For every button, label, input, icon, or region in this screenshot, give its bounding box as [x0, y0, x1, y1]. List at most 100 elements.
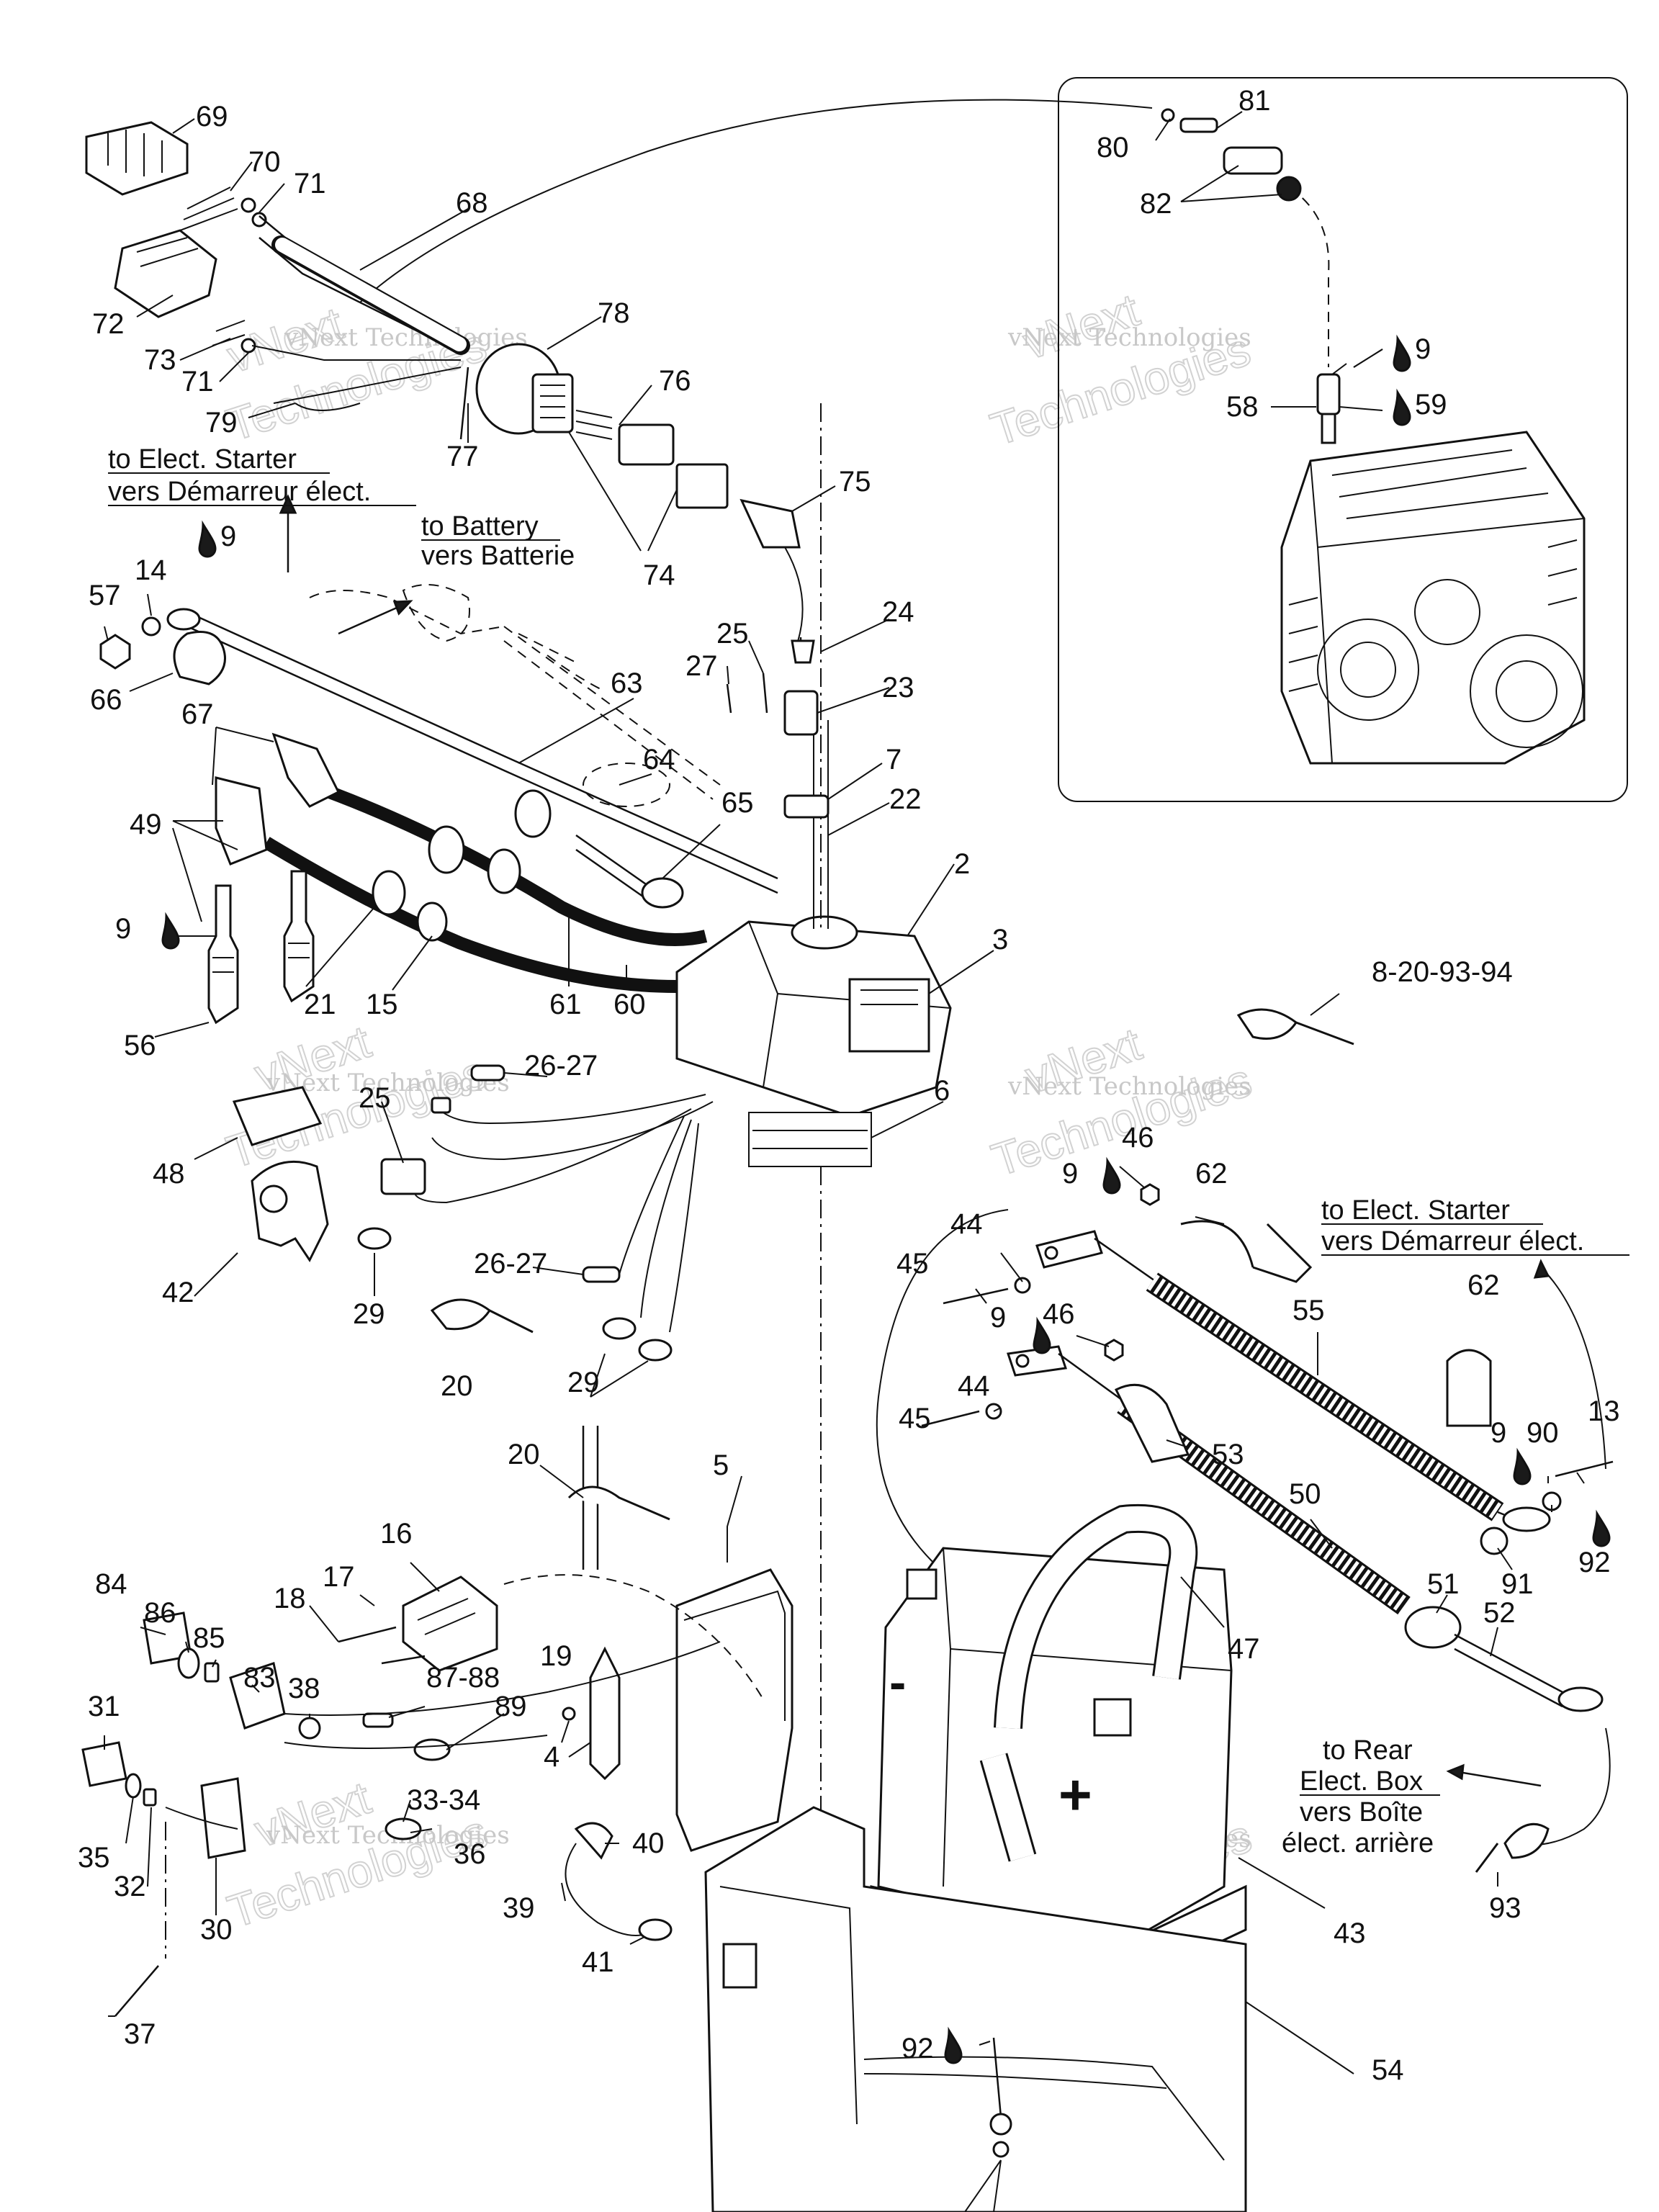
part-label: 4: [544, 1741, 559, 1773]
boot-62a: [1180, 1220, 1313, 1283]
coil-4: [589, 1646, 621, 1781]
part-label: 56: [124, 1030, 156, 1061]
tie-20: [430, 1298, 534, 1334]
part-label: 50: [1289, 1478, 1321, 1510]
part-label: 55: [1292, 1295, 1325, 1326]
bolt-92: [992, 2037, 1002, 2118]
part-label: 36: [454, 1838, 486, 1870]
part-label: 32: [114, 1871, 146, 1902]
part-label: 80: [1097, 132, 1129, 163]
part-label: 84: [95, 1568, 127, 1600]
inset-frame: [1058, 77, 1628, 802]
boot-49: [215, 776, 268, 866]
bolt-45a: [943, 1287, 1009, 1305]
washer-44a: [1014, 1277, 1031, 1294]
clamp-42: [251, 1160, 329, 1262]
part-label: 93: [1489, 1892, 1521, 1924]
sensor-wire: [359, 99, 1153, 303]
oil-droplet-icon: [1393, 334, 1411, 372]
watermark-top-right: vNext Technologies: [984, 283, 1257, 457]
part-label: 25: [359, 1082, 391, 1114]
part-label: 63: [611, 667, 643, 699]
part-label: 7: [886, 744, 902, 775]
harness-22: [813, 720, 829, 929]
part-label: 67: [181, 698, 214, 730]
part-label: 53: [1212, 1439, 1244, 1470]
nut-51: [1404, 1606, 1462, 1649]
terminal-25: [762, 673, 768, 714]
screw-27: [726, 683, 732, 714]
part-label: 92: [902, 2033, 934, 2064]
part-label: 5: [713, 1449, 729, 1481]
arrow-to-battery: [338, 603, 404, 635]
part-label: 65: [721, 787, 754, 819]
engine-block: [1280, 431, 1586, 765]
ecu-module: [675, 403, 952, 2203]
part-label: 87-88: [426, 1662, 500, 1694]
part-label: 29: [567, 1367, 600, 1398]
oil-droplet-icon: [1592, 1509, 1611, 1547]
connector-23: [783, 690, 819, 736]
ring-89: [413, 1738, 451, 1761]
note-rear-box-l4: élect. arrière: [1282, 1828, 1434, 1858]
lower-harness: [232, 1008, 1354, 1362]
wire-39: [565, 1843, 656, 1936]
cable-63: [186, 611, 778, 880]
note-starter-top-en: to Elect. Starter: [108, 444, 297, 475]
part-label: 9: [990, 1302, 1006, 1334]
clip-81: [1179, 117, 1218, 133]
part-label: 44: [950, 1208, 983, 1240]
note-battery-en: to Battery: [421, 511, 539, 541]
connector-69: [85, 121, 189, 196]
washer-14: [141, 616, 161, 637]
connector-76: [618, 423, 675, 466]
part-label: 25: [716, 618, 749, 649]
connector-25b: [380, 1158, 426, 1195]
part-label: 81: [1238, 85, 1271, 117]
relay-30: [200, 1777, 246, 1859]
arrow-to-starter-right: [1540, 1267, 1606, 1470]
boot-66: [173, 631, 226, 685]
oil-droplet-icon: [944, 2026, 963, 2064]
part-label: 82: [1140, 188, 1172, 220]
part-label: 26-27: [474, 1248, 547, 1280]
part-label: 27: [685, 650, 718, 682]
part-label: 44: [958, 1370, 990, 1402]
terminal-87-88: [362, 1712, 394, 1728]
part-label: 90: [1527, 1417, 1559, 1449]
bracket-3: [848, 978, 930, 1053]
part-label: 61: [549, 989, 582, 1020]
note-starter-top-fr: vers Démarreur élect.: [108, 477, 371, 507]
ring-29c: [638, 1339, 673, 1362]
bolt-45b: [921, 1410, 980, 1427]
cable-52: [1454, 1633, 1563, 1694]
boot-53: [1114, 1383, 1190, 1463]
notes: to Elect. Starter vers Démarreur élect. …: [108, 444, 1629, 1858]
part-label: 92: [1578, 1547, 1611, 1578]
oil-droplet-icon: [1513, 1447, 1532, 1485]
part-label: 52: [1483, 1597, 1516, 1629]
note-rear-box-l2: Elect. Box: [1300, 1766, 1423, 1797]
part-label: 54: [1372, 2054, 1404, 2086]
terminal-85: [204, 1662, 220, 1683]
connector-82b: [1276, 176, 1302, 202]
battery-sketch: [309, 590, 505, 635]
minus-symbol: -: [889, 1654, 906, 1710]
part-label: 26-27: [524, 1050, 598, 1082]
part-label: 14: [135, 554, 167, 586]
part-label: 68: [456, 187, 488, 219]
part-label: 8-20-93-94: [1372, 956, 1513, 988]
box-5: [675, 1568, 793, 1852]
pins-74: [575, 410, 613, 440]
upper-harness: [85, 121, 804, 652]
ring-41: [638, 1918, 673, 1941]
wire-60: [263, 837, 678, 993]
leader-lines: [104, 111, 1606, 2074]
part-label: 38: [288, 1673, 320, 1704]
note-rear-box-l1: to Rear: [1323, 1735, 1413, 1766]
ring-33-34: [385, 1817, 422, 1840]
part-label: 74: [643, 559, 675, 591]
part-label: 58: [1226, 391, 1259, 423]
oil-droplet-icon: [161, 912, 180, 950]
